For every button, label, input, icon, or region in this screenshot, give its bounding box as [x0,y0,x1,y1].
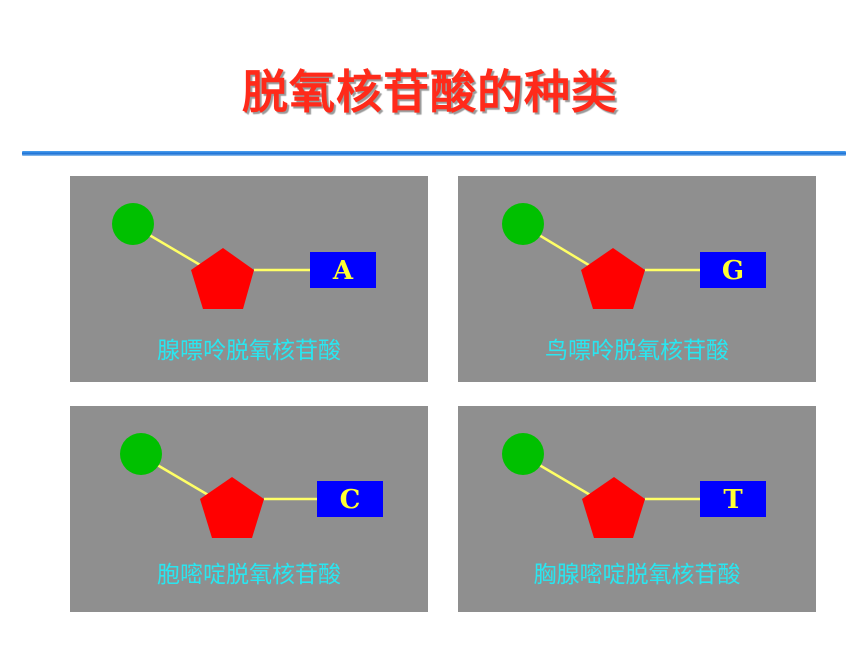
deoxyribose-pentagon [581,248,645,309]
deoxyribose-pentagon [582,477,645,538]
nucleotide-panel-g: G 鸟嘌呤脱氧核苷酸 [458,176,816,382]
base-letter: G [722,256,744,286]
base-letter: T [723,485,743,515]
base-box [700,481,766,517]
nucleotide-diagram-t: T [502,433,766,538]
base-letter: A [332,256,354,286]
phosphate-circle [502,203,544,245]
phosphate-circle [502,433,544,475]
nucleotide-panel-c: C 胞嘧啶脱氧核苷酸 [70,406,428,612]
nucleotide-name: 腺嘌呤脱氧核苷酸 [157,338,341,364]
nucleotide-name: 鸟嘌呤脱氧核苷酸 [545,338,729,364]
nucleotide-panel-a: A 腺嘌呤脱氧核苷酸 [70,176,428,382]
phosphate-circle [112,203,154,245]
base-box [310,252,376,288]
base-letter: C [340,485,361,515]
title-divider [22,151,846,156]
nucleotide-panel-t: T 胸腺嘧啶脱氧核苷酸 [458,406,816,612]
deoxyribose-pentagon [200,477,264,538]
nucleotide-name: 胸腺嘧啶脱氧核苷酸 [533,562,741,588]
phosphate-circle [120,433,162,475]
base-box [317,481,383,517]
page-title: 脱氧核苷酸的种类 [242,65,618,119]
deoxyribose-pentagon [191,248,254,309]
nucleotide-diagram-c: C [120,433,383,538]
base-box [700,252,766,288]
nucleotide-diagram-a: A [112,203,376,309]
nucleotide-name: 胞嘧啶脱氧核苷酸 [157,562,341,588]
nucleotide-diagram-g: G [502,203,766,309]
